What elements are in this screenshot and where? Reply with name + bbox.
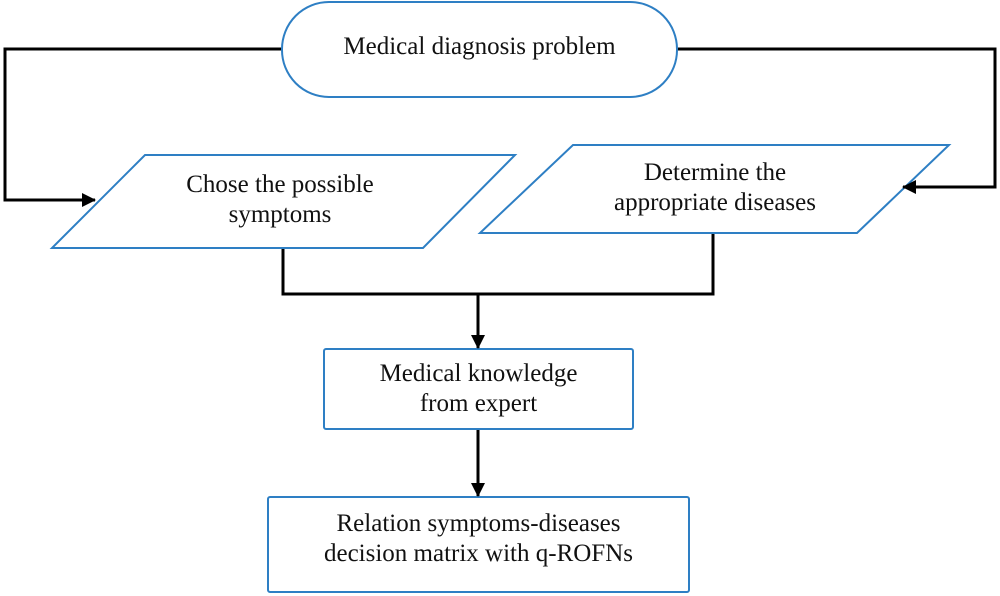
rectangle-matrix-label: Relation symptoms-diseases decision matr… xyxy=(268,499,689,579)
knowledge-line-1: Medical knowledge xyxy=(379,360,578,387)
rectangle-knowledge-label: Medical knowledge from expert xyxy=(324,351,633,427)
connector-start-to-symptoms xyxy=(3,47,281,207)
symptoms-line-2: symptoms xyxy=(228,201,332,228)
symptoms-line-1: Chose the possible xyxy=(186,171,374,198)
knowledge-line-2: from expert xyxy=(419,390,538,417)
connector-symptoms-merge xyxy=(281,234,715,296)
terminal-start-label: Medical diagnosis problem xyxy=(282,2,677,92)
connector-start-to-diseases xyxy=(678,47,997,194)
rectangle-knowledge-shape xyxy=(323,348,634,430)
terminal-start-shape xyxy=(281,1,678,98)
matrix-line-1: Relation symptoms-diseases xyxy=(336,510,621,537)
terminal-start-line-1: Medical diagnosis problem xyxy=(343,33,616,60)
parallelogram-diseases-label: Determine the appropriate diseases xyxy=(555,148,875,228)
matrix-line-2: decision matrix with q-ROFNs xyxy=(323,540,633,567)
parallelogram-symptoms-shape xyxy=(49,154,518,249)
parallelogram-symptoms-label: Chose the possible symptoms xyxy=(120,160,440,240)
diseases-line-1: Determine the xyxy=(643,159,787,186)
rectangle-matrix-shape xyxy=(267,496,690,593)
diseases-line-2: appropriate diseases xyxy=(613,189,816,216)
parallelogram-diseases-shape xyxy=(477,144,952,234)
